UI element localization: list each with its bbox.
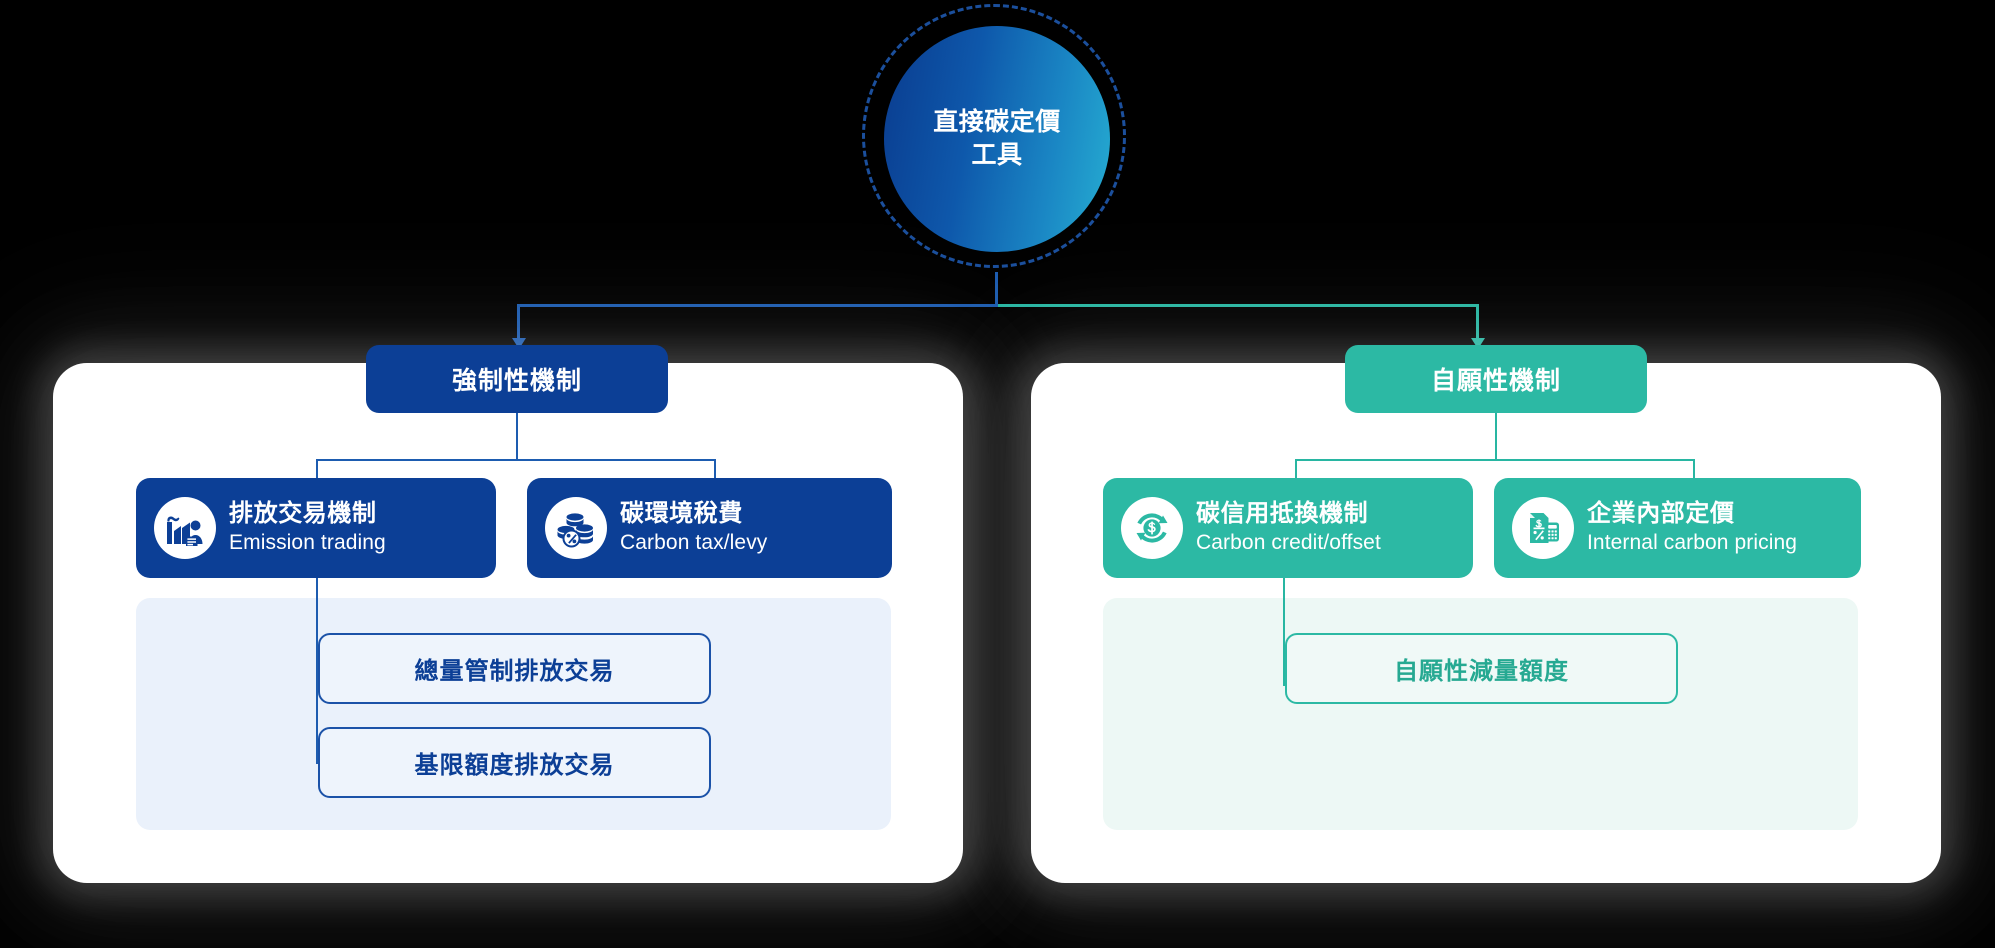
instrument-internal-carbon-pricing-text: 企業內部定價 Internal carbon pricing xyxy=(1587,500,1797,556)
connector-drop-internal-pricing xyxy=(1693,459,1695,485)
connector-ets-to-leaves-stem xyxy=(316,578,318,764)
root-dashed-ring xyxy=(862,4,1126,268)
connector-root-stem xyxy=(995,272,998,306)
connector-mandatory-stem xyxy=(516,413,518,461)
instrument-carbon-tax-zh: 碳環境稅費 xyxy=(620,499,743,527)
connector-trunk-drop-mandatory xyxy=(517,304,520,343)
connector-drop-carbon-credit xyxy=(1295,459,1297,485)
root-label-line2: 工具 xyxy=(971,141,1023,169)
instrument-emission-trading-zh: 排放交易機制 xyxy=(229,499,377,527)
leaf-voluntary-reduction-credit[interactable]: 自願性減量額度 xyxy=(1285,633,1678,704)
connector-mandatory-bar xyxy=(316,459,716,461)
instrument-emission-trading[interactable]: 排放交易機制 Emission trading xyxy=(136,478,496,578)
connector-credit-to-leaf-stem xyxy=(1283,578,1285,686)
connector-voluntary-bar xyxy=(1295,459,1695,461)
leaf-baseline-and-credit[interactable]: 基限額度排放交易 xyxy=(318,727,711,798)
arrow-head-voluntary xyxy=(1471,338,1485,349)
instrument-internal-carbon-pricing-zh: 企業內部定價 xyxy=(1587,499,1735,527)
instrument-carbon-credit-offset-zh: 碳信用抵換機制 xyxy=(1196,499,1369,527)
root-circle-label: 直接碳定價 工具 xyxy=(884,26,1110,252)
instrument-carbon-credit-offset-text: 碳信用抵換機制 Carbon credit/offset xyxy=(1196,500,1381,556)
root-label-line1: 直接碳定價 xyxy=(933,108,1061,136)
instrument-emission-trading-text: 排放交易機制 Emission trading xyxy=(229,500,386,556)
factory-icon xyxy=(154,497,216,559)
connector-drop-emission-trading xyxy=(316,459,318,485)
instrument-internal-carbon-pricing-en: Internal carbon pricing xyxy=(1587,531,1798,555)
root-node[interactable]: 直接碳定價 工具 xyxy=(862,4,1132,274)
leaf-voluntary-reduction-credit-label: 自願性減量額度 xyxy=(1394,658,1569,685)
section-header-voluntary[interactable]: 自願性機制 xyxy=(1345,345,1647,413)
instrument-emission-trading-en: Emission trading xyxy=(229,531,386,555)
instrument-carbon-tax-en: Carbon tax/levy xyxy=(620,531,768,555)
leaf-cap-and-trade-label: 總量管制排放交易 xyxy=(414,658,615,685)
connector-trunk-drop-voluntary xyxy=(1476,304,1479,343)
instrument-carbon-tax[interactable]: 碳環境稅費 Carbon tax/levy xyxy=(527,478,892,578)
invoice-calculator-icon xyxy=(1512,497,1574,559)
connector-trunk-bar-right xyxy=(998,304,1479,307)
coins-percent-icon xyxy=(545,497,607,559)
instrument-carbon-tax-text: 碳環境稅費 Carbon tax/levy xyxy=(620,500,767,556)
leaf-cap-and-trade[interactable]: 總量管制排放交易 xyxy=(318,633,711,704)
section-header-mandatory[interactable]: 強制性機制 xyxy=(366,345,668,413)
circular-arrows-dollar-icon xyxy=(1121,497,1183,559)
connector-drop-carbon-tax xyxy=(714,459,716,485)
connector-voluntary-stem xyxy=(1495,413,1497,461)
instrument-carbon-credit-offset[interactable]: 碳信用抵換機制 Carbon credit/offset xyxy=(1103,478,1473,578)
section-header-voluntary-label: 自願性機制 xyxy=(1430,367,1561,395)
section-header-mandatory-label: 強制性機制 xyxy=(451,367,582,395)
arrow-head-mandatory xyxy=(512,338,526,349)
leaf-baseline-and-credit-label: 基限額度排放交易 xyxy=(414,752,615,779)
instrument-carbon-credit-offset-en: Carbon credit/offset xyxy=(1196,531,1381,555)
instrument-internal-carbon-pricing[interactable]: 企業內部定價 Internal carbon pricing xyxy=(1494,478,1861,578)
connector-trunk-bar-left xyxy=(517,304,998,307)
